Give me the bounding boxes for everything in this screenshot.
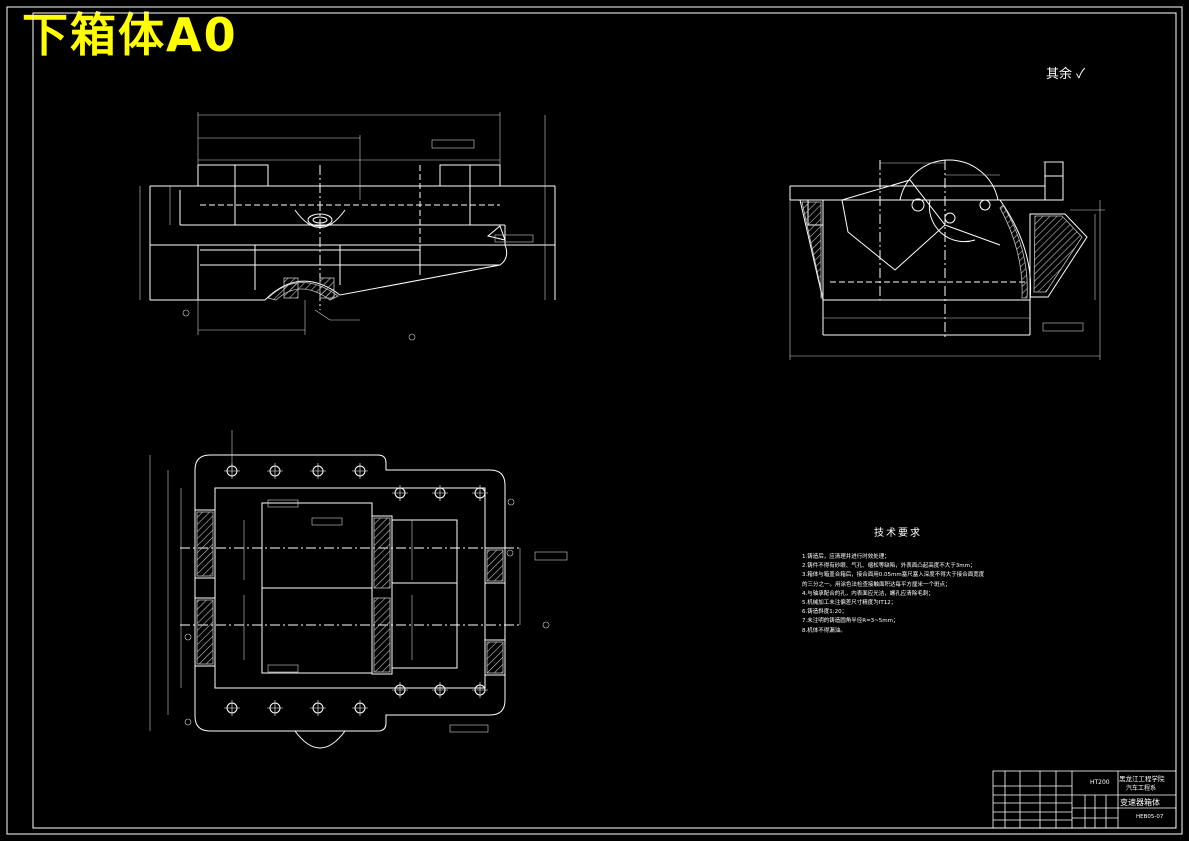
top-view-dimensions — [149, 430, 568, 733]
title-block-school: 黑龙江工程学院 — [1119, 775, 1165, 783]
tech-requirement-item: 8.机体不得漏油。 — [802, 627, 846, 634]
bolt-hole-centerline — [267, 463, 283, 479]
title-block-drawing-no: HEB05-07 — [1136, 814, 1164, 820]
tech-requirement-item: 4.与轴承配合的孔，内表面应光洁，螺孔应清除毛刺； — [802, 590, 934, 597]
bolt-hole-centerline — [392, 485, 408, 501]
tech-requirement-item: 3.箱体与箱盖合箱后，接合面用0.05mm塞尺塞入深度不得大于接合面宽度 — [802, 572, 985, 579]
drawing-title: 下箱体A0 — [22, 8, 238, 62]
inner-frame — [32, 12, 1177, 829]
front-view-hatch — [267, 277, 339, 301]
title-block-dept: 汽车工程系 — [1126, 785, 1157, 792]
front-view-dimensions — [139, 112, 546, 341]
bolt-hole-centerline — [392, 682, 408, 698]
front-view — [149, 164, 556, 310]
bolt-hole-centerline — [472, 485, 488, 501]
title-block — [992, 770, 1177, 829]
title-block-material: HT200 — [1090, 779, 1110, 786]
bolt-hole-centerline — [267, 700, 283, 716]
tech-requirements-title: 技术要求 — [874, 528, 922, 539]
tech-requirement-item: 5.机械加工未注偏差尺寸精度为IT12； — [802, 600, 897, 607]
tech-requirement-item: 6.铸造斜度1:20； — [802, 609, 848, 616]
roughness-symbol-icon: ✓ — [1076, 67, 1086, 82]
top-view — [180, 454, 520, 749]
bolt-hole-centerline — [310, 700, 326, 716]
tech-requirement-item: 7.未注明的铸造圆角半径R=3~5mm； — [802, 618, 899, 625]
surface-roughness-note: 其余 ✓ — [1046, 63, 1085, 82]
side-view-hatch — [801, 201, 1083, 299]
bolt-hole-centerline — [352, 700, 368, 716]
bolt-hole-centerline — [432, 682, 448, 698]
bolt-hole-centerline — [224, 700, 240, 716]
side-view-dimensions — [789, 161, 1105, 360]
top-view-hatch — [196, 511, 504, 674]
technical-requirements: 技术要求 1.铸造后，应清理并进行时效处理； 2.铸件不得有砂眼、气孔、缩松等缺… — [802, 524, 1062, 636]
tech-requirements-list: 1.铸造后，应清理并进行时效处理； 2.铸件不得有砂眼、气孔、缩松等缺陷，外表面… — [802, 553, 1062, 636]
outer-frame — [6, 6, 1183, 835]
surface-note-text: 其余 — [1046, 67, 1073, 82]
tech-requirement-item: 1.铸造后，应清理并进行时效处理； — [802, 554, 890, 560]
bolt-hole-centerline — [310, 463, 326, 479]
title-block-part-name: 变速器箱体 — [1120, 798, 1160, 807]
side-view — [789, 159, 1088, 340]
bolt-hole-centerline — [352, 463, 368, 479]
bolt-hole-centerline — [432, 485, 448, 501]
top-view-bolt-holes — [224, 463, 488, 716]
tech-requirement-item: 2.铸件不得有砂眼、气孔、缩松等缺陷，外表面凸起高度不大于3mm； — [802, 563, 976, 570]
tech-requirement-item: 的三分之一。用涂色法检查接触面积达每平方厘米一个斑点； — [802, 581, 951, 588]
bolt-hole-centerline — [472, 682, 488, 698]
